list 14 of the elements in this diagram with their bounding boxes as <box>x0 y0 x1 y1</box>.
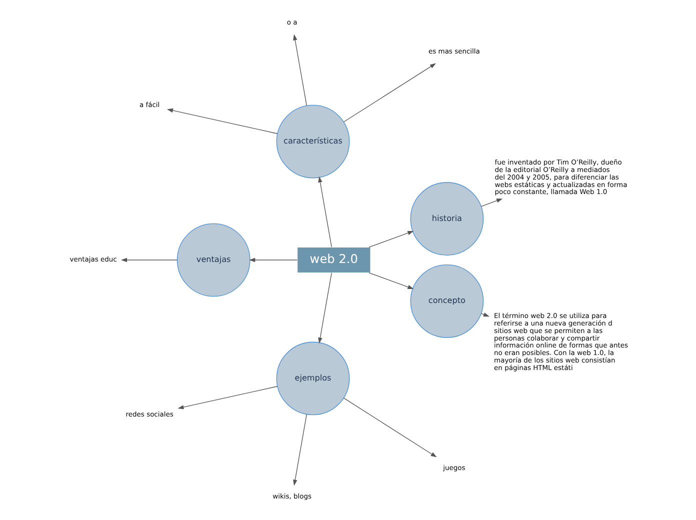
arrow <box>318 176 332 248</box>
arrow <box>343 398 437 458</box>
arrow <box>318 272 332 344</box>
arrow <box>166 108 278 134</box>
arrow <box>293 34 308 106</box>
arrow <box>480 198 503 207</box>
arrow <box>343 63 436 122</box>
arrow <box>249 258 298 262</box>
arrow <box>368 272 414 290</box>
arrow <box>368 230 414 248</box>
arrow <box>120 258 178 262</box>
arrow <box>178 386 278 410</box>
arrow <box>293 414 308 486</box>
node-box: web 2.0 <box>296 246 371 274</box>
